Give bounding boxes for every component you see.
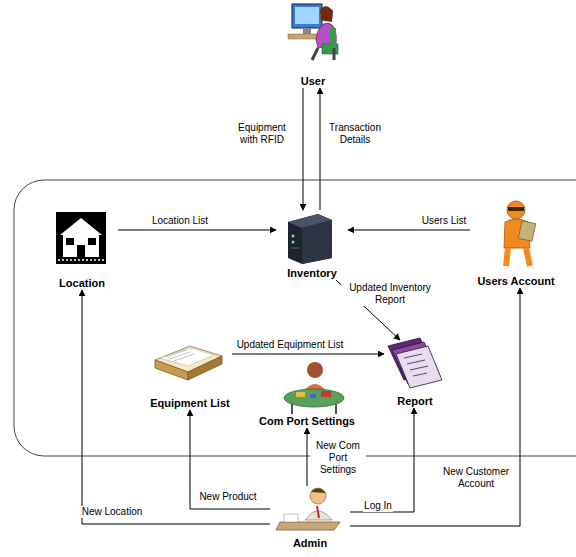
server-icon	[288, 214, 332, 264]
icon-node: User	[282, 2, 344, 88]
icon-node: Equipment List	[148, 336, 232, 410]
node-label: Location	[58, 277, 106, 290]
flow-label: New Location	[81, 506, 144, 518]
node-label: Com Port Settings	[258, 415, 356, 428]
flow-arrow	[350, 288, 520, 526]
icon-node: Com Port Settings	[252, 352, 362, 428]
admin-icon	[276, 488, 340, 530]
node-label: User	[300, 75, 326, 88]
flow-label: New Customer Account	[435, 466, 517, 490]
node-label: Admin	[292, 537, 328, 550]
flow-arrow	[307, 428, 308, 486]
flow-label: Transaction Details	[324, 122, 386, 146]
flow-arrow	[82, 290, 270, 524]
icon-node: Report	[384, 334, 446, 408]
flow-arrow	[348, 230, 470, 231]
report-icon	[388, 338, 442, 388]
icon-node: Admin	[270, 486, 350, 550]
flow-label: Updated Equipment List	[236, 339, 345, 351]
flow-arrow	[320, 88, 321, 210]
account-icon	[504, 201, 536, 266]
icon-node: Users Account	[470, 198, 562, 288]
node-label: Inventory	[286, 267, 338, 280]
node-label: Users Account	[476, 275, 555, 288]
node-label: Report	[396, 395, 433, 408]
system-boundary	[14, 180, 576, 456]
flow-arrow	[118, 230, 276, 231]
icon-node: Inventory	[276, 210, 348, 280]
equipment-box-icon	[155, 346, 222, 380]
workbench-icon	[284, 362, 344, 414]
node-label: Equipment List	[149, 397, 230, 410]
flow-label: Updated Inventory Report	[341, 282, 439, 306]
flow-arrow	[303, 88, 304, 210]
flow-label: Log In	[363, 500, 393, 512]
flow-label: New Com Port Settings	[310, 440, 366, 476]
flow-label: Equipment with RFID	[229, 122, 295, 146]
flow-label: Location List	[151, 215, 209, 227]
flow-arrow	[232, 354, 384, 355]
flow-label: Users List	[421, 215, 467, 227]
flow-label: New Product	[198, 491, 257, 503]
house-icon	[56, 212, 106, 264]
icon-node: Location	[46, 210, 118, 290]
user-icon	[288, 4, 338, 60]
